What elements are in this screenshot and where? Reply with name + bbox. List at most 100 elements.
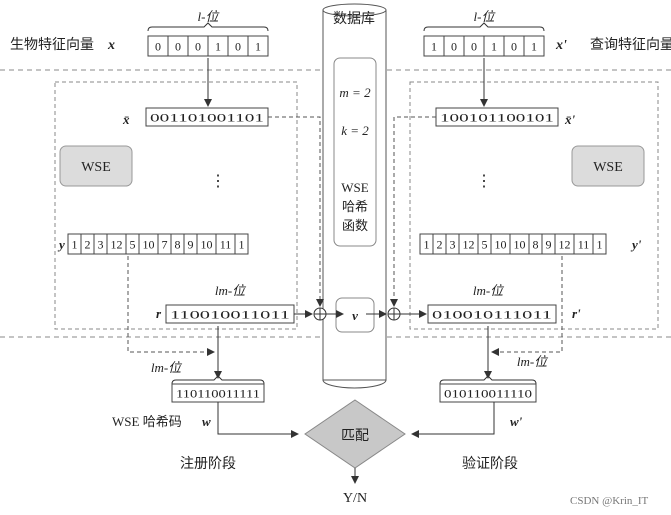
left-xbar-value: 001101001101 xyxy=(150,111,264,125)
hash-code-var: w xyxy=(202,414,211,429)
left-w-value: 110110011111 xyxy=(176,387,260,401)
right-y-value: 1 xyxy=(424,238,430,252)
left-input-bit-cell xyxy=(247,35,269,57)
left-wse-label: WSE xyxy=(81,160,111,175)
left-y-value: 9 xyxy=(188,238,194,252)
right-y-value: 10 xyxy=(495,238,507,252)
left-w-to-match-arrow xyxy=(217,402,299,438)
wse-line-3: 函数 xyxy=(342,218,368,233)
hash-code-label: WSE 哈希码 xyxy=(112,414,182,429)
right-input-bit-value: 1 xyxy=(531,40,537,54)
right-input-bit-cell xyxy=(523,35,545,57)
left-input-bit-value: 0 xyxy=(235,40,241,54)
match-result: Y/N xyxy=(343,491,367,506)
left-xbar-bits: 001101001101 xyxy=(145,107,269,127)
right-panel xyxy=(409,81,659,330)
right-wse-label: WSE xyxy=(593,160,623,175)
right-w-var: w' xyxy=(510,414,523,429)
right-w-lm-label: lm-位 xyxy=(517,354,549,369)
wse-line-1: WSE xyxy=(341,180,369,195)
right-r-label: r' xyxy=(572,306,581,321)
left-y-label: y xyxy=(57,237,65,252)
left-y-value: 10 xyxy=(201,238,213,252)
right-input-bit-value: 0 xyxy=(451,40,457,54)
param-k: k = 2 xyxy=(341,123,369,138)
left-xbar-connector xyxy=(268,116,324,307)
left-w-brace xyxy=(171,375,265,385)
biometric-vector-label: 生物特征向量 xyxy=(10,37,94,53)
query-vector-label: 查询特征向量 xyxy=(590,37,671,53)
right-y-value: 5 xyxy=(482,238,488,252)
right-y-value: 8 xyxy=(533,238,539,252)
right-xbar-bits: 100101100101 xyxy=(435,107,559,127)
left-y-value: 11 xyxy=(220,238,232,252)
left-y-value: 7 xyxy=(162,238,168,252)
wse-line-2: 哈希 xyxy=(342,199,368,214)
left-y-value: 5 xyxy=(130,238,136,252)
right-w-to-match-arrow xyxy=(411,402,495,438)
left-input-bit-value: 1 xyxy=(215,40,221,54)
right-xbar-value: 100101100101 xyxy=(440,111,554,125)
left-y-value: 2 xyxy=(85,238,91,252)
right-y-value: 9 xyxy=(546,238,552,252)
query-vector-var: x' xyxy=(555,38,567,53)
left-xor-icon xyxy=(313,307,327,321)
right-wse-box xyxy=(571,145,645,187)
left-input-bit-value: 0 xyxy=(155,40,161,54)
left-xbar-label: x̄ xyxy=(122,112,130,127)
left-input-bit-value: 1 xyxy=(255,40,261,54)
right-y-cell xyxy=(592,233,607,255)
right-w-value: 010110011110 xyxy=(444,387,532,401)
left-y-value: 10 xyxy=(143,238,155,252)
left-wse-box xyxy=(59,145,133,187)
left-r-value: 110010011011 xyxy=(170,308,290,322)
right-y-connector xyxy=(491,256,563,356)
left-y-value: 1 xyxy=(239,238,245,252)
right-bit-length-label: l-位 xyxy=(474,9,497,24)
right-lm-label: lm-位 xyxy=(473,283,505,298)
database-title: 数据库 xyxy=(333,11,375,27)
right-input-bit-value: 0 xyxy=(511,40,517,54)
right-w-brace xyxy=(439,375,537,385)
left-bit-length-label: l-位 xyxy=(198,9,221,24)
left-y-cell xyxy=(234,233,249,255)
right-input-bit-value: 0 xyxy=(471,40,477,54)
match-label: 匹配 xyxy=(341,429,369,444)
right-y-value: 10 xyxy=(514,238,526,252)
left-input-bit-value: 0 xyxy=(175,40,181,54)
left-r-bits: 110010011011 xyxy=(165,304,295,324)
right-y-value: 12 xyxy=(463,238,475,252)
biometric-vector-var: x xyxy=(107,38,115,53)
right-dots: ⋮ xyxy=(476,173,492,190)
left-y-value: 8 xyxy=(175,238,181,252)
right-input-bit-value: 1 xyxy=(431,40,437,54)
right-y-value: 11 xyxy=(578,238,590,252)
right-y-value: 3 xyxy=(450,238,456,252)
right-r-box xyxy=(427,304,557,324)
database-inner-box xyxy=(333,57,377,247)
right-xbar-label: x̄' xyxy=(564,112,576,127)
right-xor-icon xyxy=(387,307,401,321)
left-lm-label: lm-位 xyxy=(215,283,247,298)
left-panel xyxy=(54,81,298,330)
left-y-value: 3 xyxy=(98,238,104,252)
left-w-lm-label: lm-位 xyxy=(151,360,183,375)
watermark: CSDN @Krin_IT xyxy=(570,495,649,507)
enroll-phase-label: 注册阶段 xyxy=(180,456,236,472)
param-m: m = 2 xyxy=(339,85,371,100)
right-y-value: 12 xyxy=(559,238,571,252)
right-y-label: y' xyxy=(630,237,642,252)
left-y-value: 12 xyxy=(111,238,123,252)
left-y-connector xyxy=(127,256,215,356)
left-dots: ⋮ xyxy=(210,173,226,190)
right-y-value: 1 xyxy=(597,238,603,252)
v-label: v xyxy=(352,308,358,323)
left-r-label: r xyxy=(156,306,162,321)
left-input-bit-value: 0 xyxy=(195,40,201,54)
